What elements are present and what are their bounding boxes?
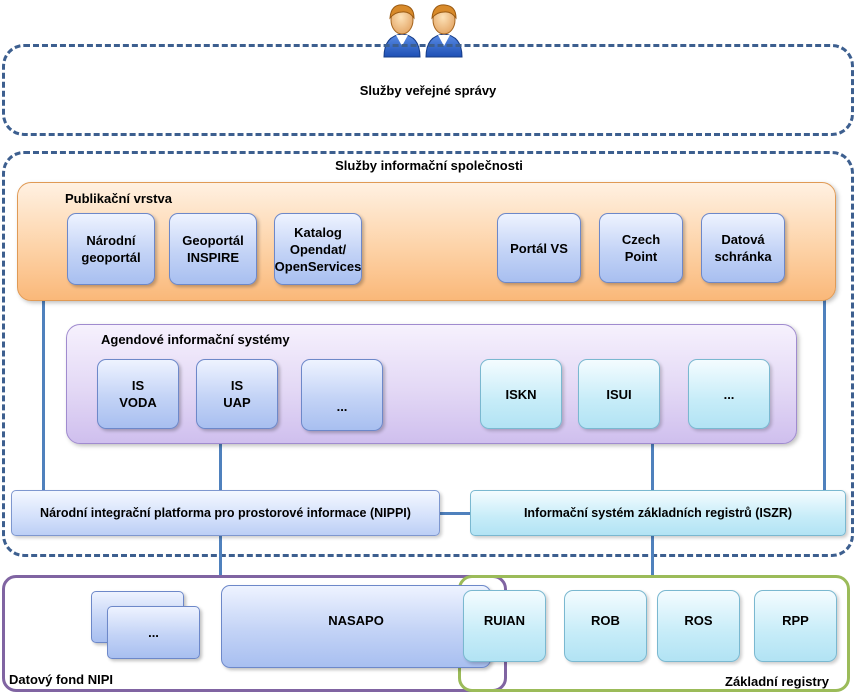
agenda-systems-layer — [66, 324, 797, 444]
agenda-systems-label: Agendové informační systémy — [101, 332, 290, 347]
agenda-more-box-right[interactable]: ... — [688, 359, 770, 429]
rpp-box[interactable]: RPP — [754, 590, 837, 662]
publication-layer-label: Publikační vrstva — [65, 191, 172, 206]
public-services-region: Služby veřejné správy — [2, 44, 854, 136]
connector-nippi-fond — [219, 536, 222, 576]
connector-left — [42, 300, 45, 492]
iszr-bar[interactable]: Informační systém základních registrů (I… — [470, 490, 846, 536]
iskn-box[interactable]: ISKN — [480, 359, 562, 429]
czech-point-box[interactable]: Czech Point — [599, 213, 683, 283]
info-society-region — [2, 151, 854, 557]
katalog-opendat-box[interactable]: Katalog Opendat/ OpenServices — [274, 213, 362, 285]
portal-vs-box[interactable]: Portál VS — [497, 213, 581, 283]
nippi-bar[interactable]: Národní integrační platforma pro prostor… — [11, 490, 440, 536]
zakladni-registry-label: Základní registry — [725, 674, 830, 689]
users-icon — [383, 4, 463, 58]
narodni-geoportal-box[interactable]: Národní geoportál — [67, 213, 155, 285]
connector-nippi-iszr — [440, 512, 472, 515]
datovy-fond-label: Datový fond NIPI — [9, 672, 114, 687]
connector-agenda-iszr — [651, 444, 654, 490]
datova-schranka-box[interactable]: Datová schránka — [701, 213, 785, 283]
info-society-label: Služby informační společnosti — [335, 158, 523, 173]
is-uap-box[interactable]: IS UAP — [196, 359, 278, 429]
rob-box[interactable]: ROB — [564, 590, 647, 662]
is-voda-box[interactable]: IS VODA — [97, 359, 179, 429]
nasapo-box[interactable]: NASAPO — [221, 585, 491, 668]
geoportal-inspire-box[interactable]: Geoportál INSPIRE — [169, 213, 257, 285]
public-services-label: Služby veřejné správy — [359, 82, 497, 98]
ros-box[interactable]: ROS — [657, 590, 740, 662]
connector-right — [823, 300, 826, 492]
isui-box[interactable]: ISUI — [578, 359, 660, 429]
connector-agenda-nippi — [219, 444, 222, 492]
agenda-more-box-left[interactable]: ... — [301, 359, 383, 431]
ruian-box[interactable]: RUIAN — [463, 590, 546, 662]
connector-iszr-registry — [651, 536, 654, 576]
fond-more-box[interactable]: ... — [107, 606, 200, 659]
publication-layer — [17, 182, 836, 301]
